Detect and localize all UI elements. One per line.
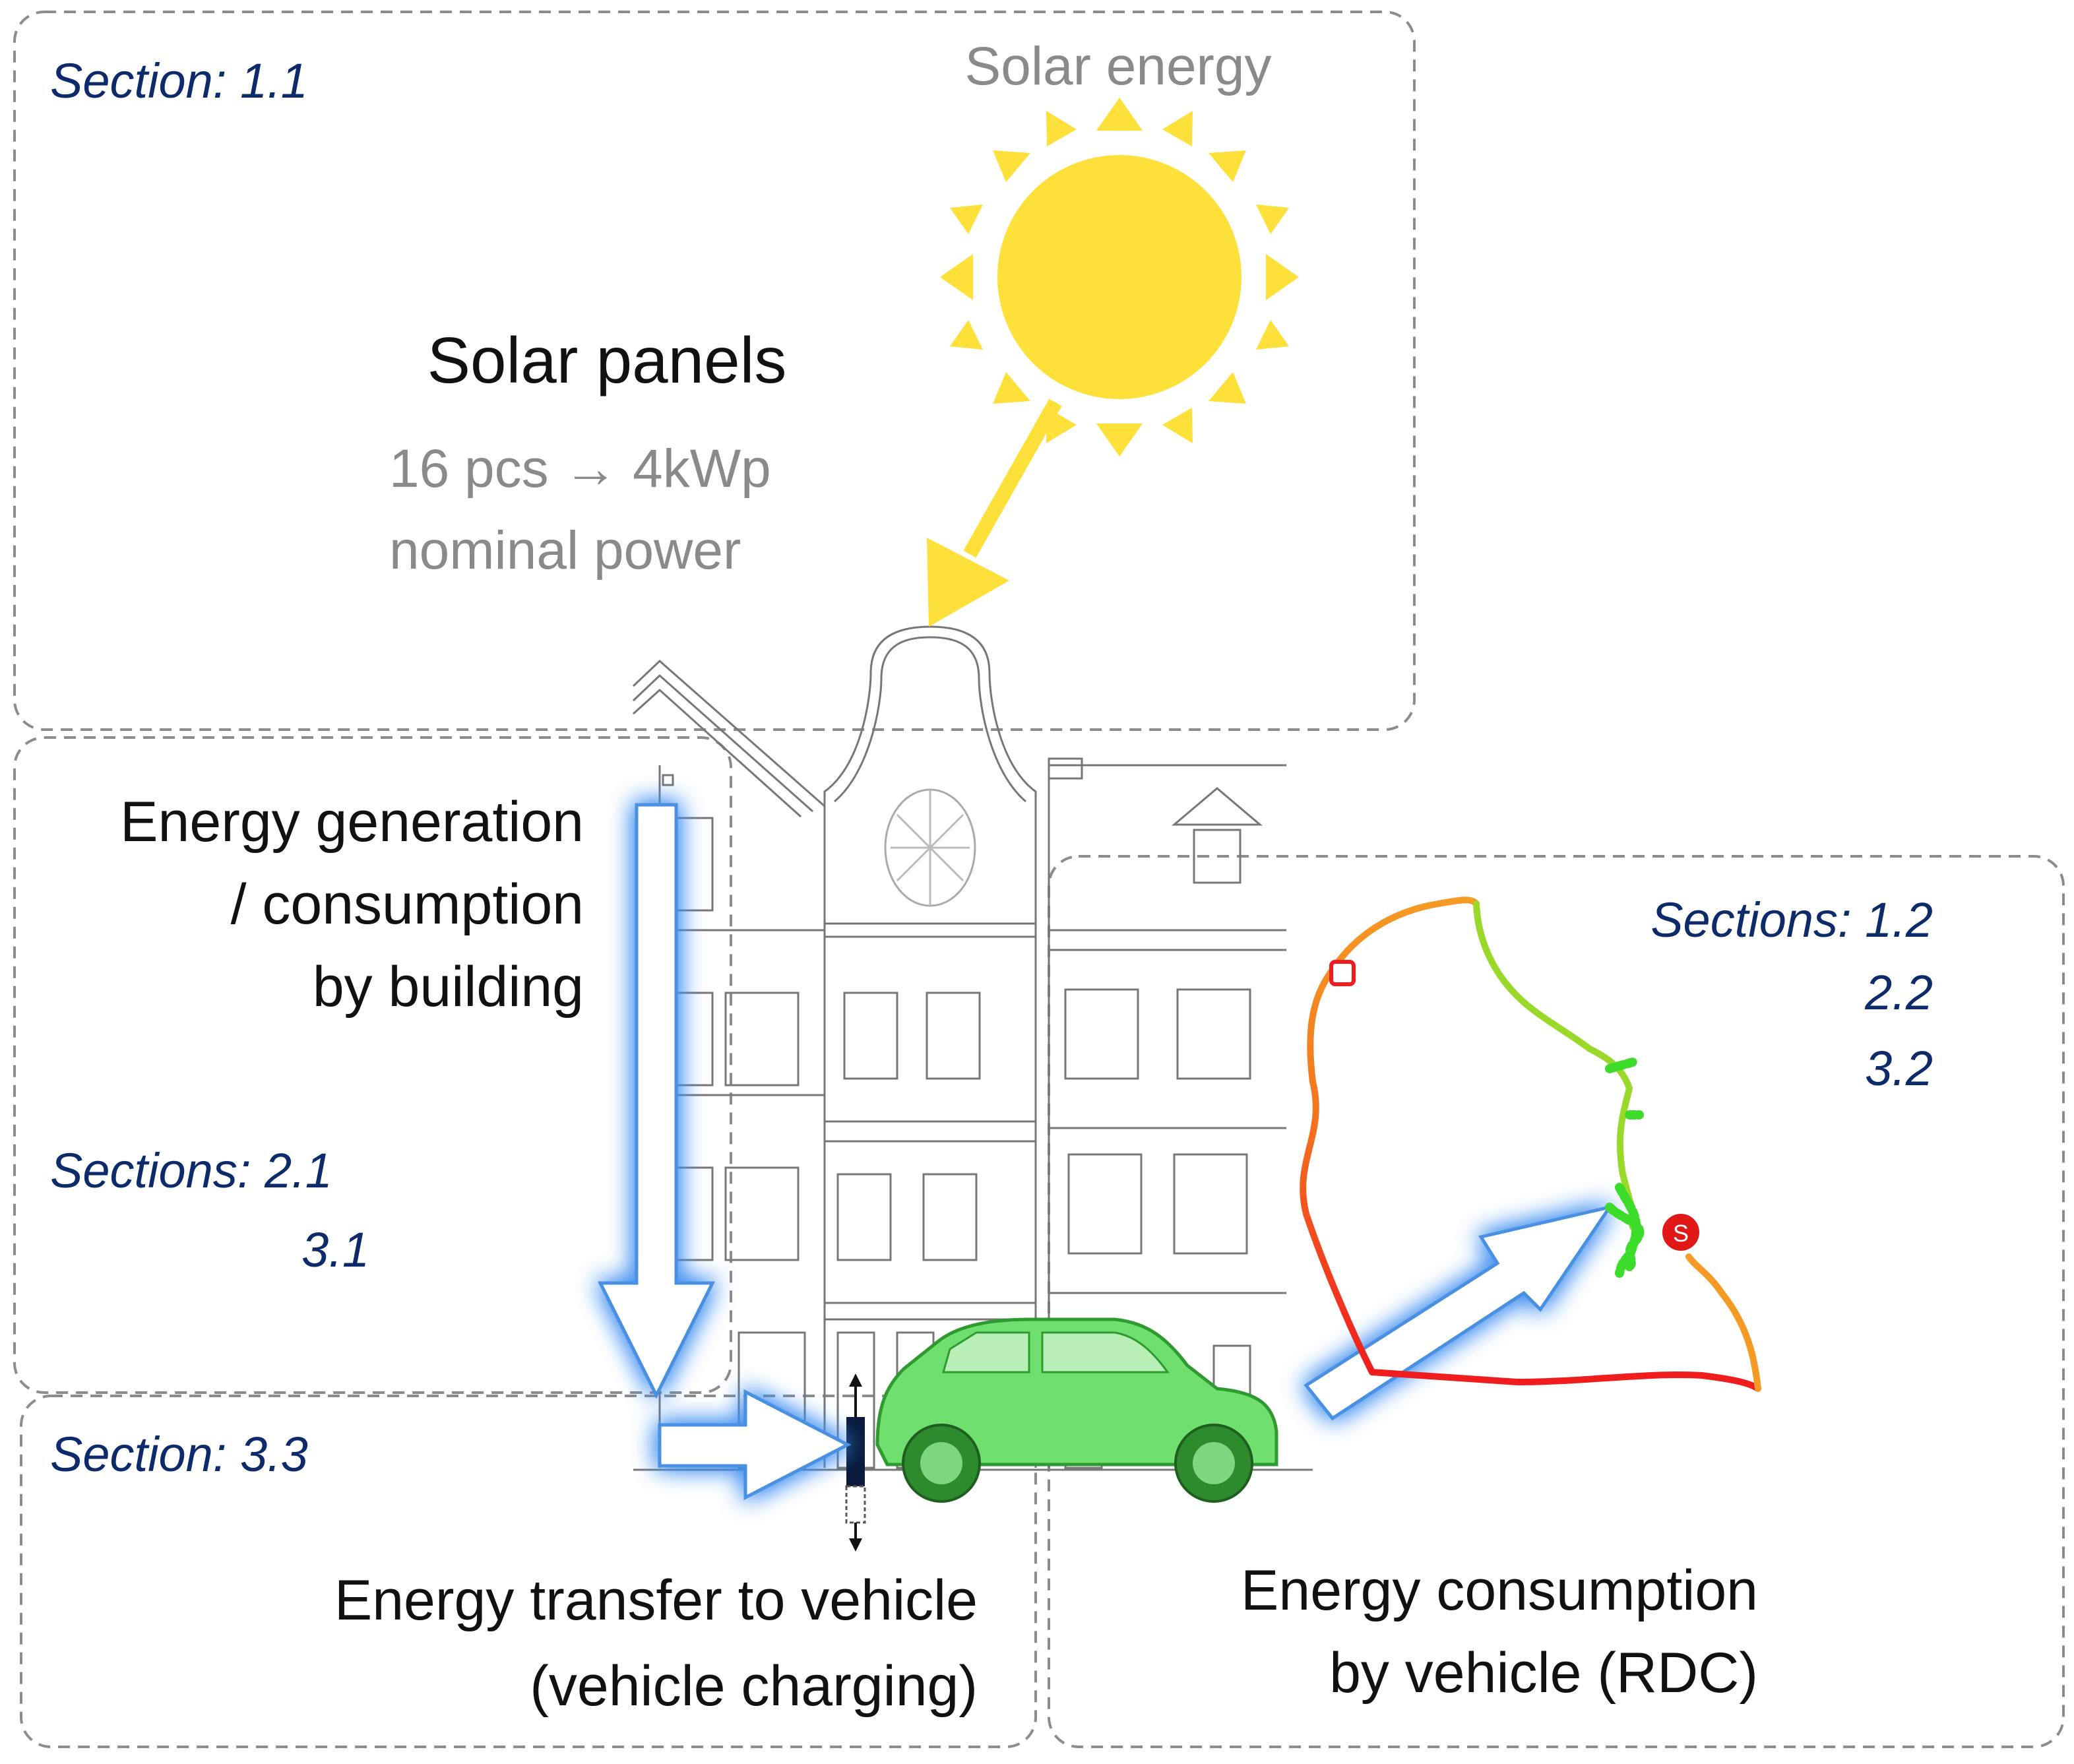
car-icon bbox=[875, 1317, 1278, 1503]
building-title-line1: Energy generation bbox=[120, 790, 584, 854]
solar-beam-arrow bbox=[927, 398, 1062, 627]
building-icon bbox=[632, 625, 1313, 1471]
building-title-line3: by building bbox=[313, 955, 584, 1019]
solar-energy-label: Solar energy bbox=[965, 36, 1272, 96]
building-down-arrow bbox=[597, 803, 716, 1399]
building-title-line2: / consumption bbox=[231, 873, 584, 936]
charging-section-label: Section: 3.3 bbox=[50, 1427, 308, 1482]
building-sections-extra: 3.1 bbox=[301, 1222, 369, 1277]
start-marker-label: S bbox=[1673, 1220, 1689, 1247]
box-building bbox=[13, 736, 732, 1394]
vehicle-title-line1: Energy consumption bbox=[1241, 1559, 1758, 1622]
charger-icon bbox=[845, 1373, 866, 1552]
charging-title-line1: Energy transfer to vehicle bbox=[334, 1569, 978, 1632]
route-map-icon bbox=[1300, 897, 1761, 1392]
section-1-1-label: Section: 1.1 bbox=[50, 53, 308, 108]
route-start-marker: S bbox=[1660, 1211, 1702, 1253]
vehicle-title-line2: by vehicle (RDC) bbox=[1329, 1641, 1758, 1705]
solar-panels-title: Solar panels bbox=[427, 324, 787, 396]
building-sections-label: Sections: 2.1 bbox=[50, 1143, 332, 1198]
panels-count-text: 16 pcs → 4kWp bbox=[389, 439, 771, 499]
vehicle-sections-label: Sections: 1.2 bbox=[1650, 893, 1933, 947]
charging-right-arrow bbox=[658, 1389, 852, 1501]
sun-icon bbox=[940, 98, 1299, 457]
vehicle-sections-extra-2: 3.2 bbox=[1865, 1041, 1933, 1096]
charging-title-line2: (vehicle charging) bbox=[530, 1654, 978, 1718]
nominal-power-text: nominal power bbox=[389, 520, 741, 581]
box-section-1-1 bbox=[13, 11, 1416, 731]
box-charging bbox=[20, 1395, 1037, 1748]
route-diagonal-arrow bbox=[1304, 1205, 1614, 1421]
flow-arrows bbox=[597, 803, 1614, 1501]
vehicle-sections-extra-1: 2.2 bbox=[1864, 965, 1933, 1020]
route-end-marker bbox=[1329, 960, 1356, 986]
